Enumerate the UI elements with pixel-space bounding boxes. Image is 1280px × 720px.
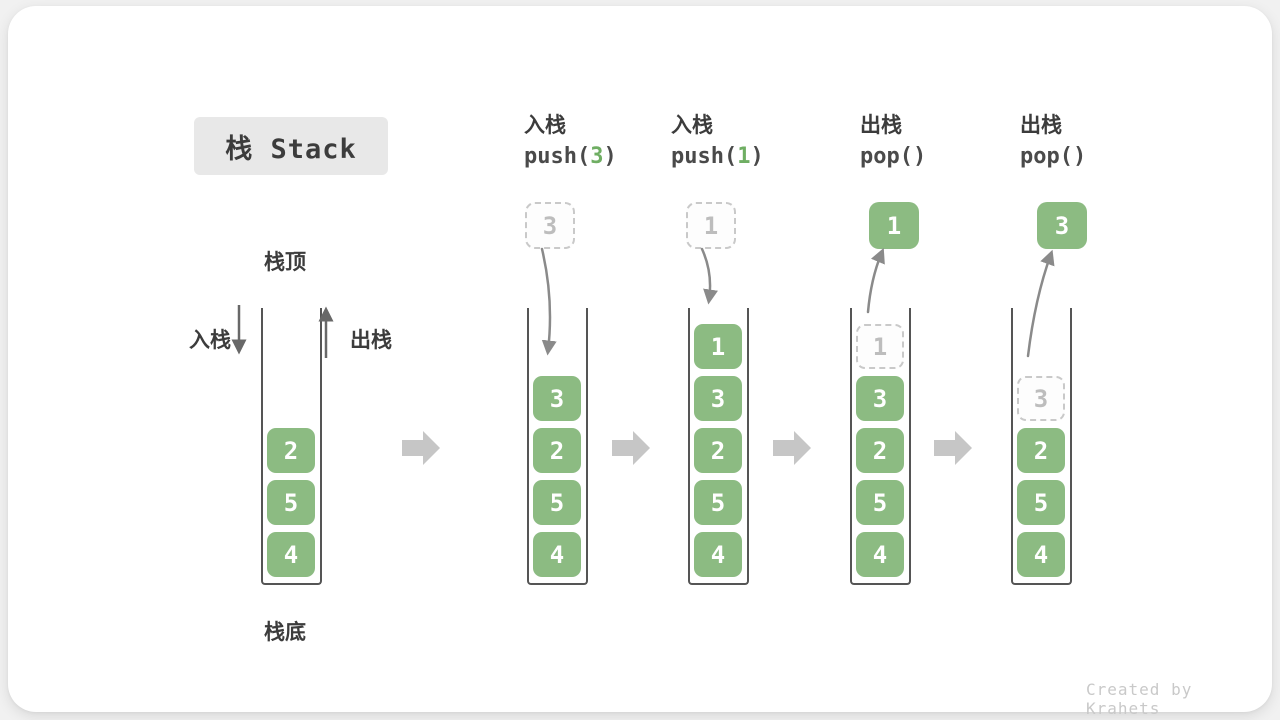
stack-block: 5 (1017, 480, 1065, 525)
stack-block: 5 (856, 480, 904, 525)
stack-block: 2 (1017, 428, 1065, 473)
code-fn: pop( (860, 144, 913, 169)
watermark: Created by Krahets (1086, 680, 1193, 718)
stack-block: 1 (694, 324, 742, 369)
stack-block-ghost: 1 (856, 324, 904, 369)
stack-block: 2 (267, 428, 315, 473)
stack-container-4: 1 3 2 5 4 (850, 308, 911, 585)
stack-block: 3 (694, 376, 742, 421)
op-label-cn: 出栈 (1020, 113, 1062, 137)
stack-block-ghost: 3 (1017, 376, 1065, 421)
stack-block: 3 (533, 376, 581, 421)
op-header-pop-1: 出栈 pop() (860, 110, 1020, 174)
op-label-cn: 出栈 (860, 113, 902, 137)
stack-container-5: 3 2 5 4 (1011, 308, 1072, 585)
op-code: pop() (860, 140, 1020, 174)
code-close: ) (603, 144, 617, 169)
code-arg: 1 (737, 144, 751, 169)
op-label-cn: 入栈 (524, 113, 566, 137)
op-code: pop() (1020, 140, 1180, 174)
op-header-push-1: 入栈 push(1) (671, 110, 831, 174)
stack-block: 4 (533, 532, 581, 577)
stack-block: 5 (267, 480, 315, 525)
push-side-label: 入栈 (189, 328, 231, 352)
code-fn: pop( (1020, 144, 1073, 169)
popped-value-box: 3 (1037, 202, 1087, 249)
stack-block: 2 (694, 428, 742, 473)
code-close: ) (912, 144, 927, 169)
incoming-value-box: 1 (686, 202, 736, 249)
code-close: ) (1072, 144, 1087, 169)
stack-block: 4 (694, 532, 742, 577)
stack-block: 5 (533, 480, 581, 525)
op-code: push(1) (671, 140, 831, 174)
stack-block: 2 (533, 428, 581, 473)
op-header-push-3: 入栈 push(3) (524, 110, 684, 174)
stack-block: 4 (267, 532, 315, 577)
stack-bottom-label: 栈底 (264, 620, 306, 644)
stack-container-2: 3 2 5 4 (527, 308, 588, 585)
code-close: ) (750, 144, 764, 169)
stack-container-1: 2 5 4 (261, 308, 322, 585)
popped-value-box: 1 (869, 202, 919, 249)
stack-block: 4 (856, 532, 904, 577)
stack-block: 4 (1017, 532, 1065, 577)
stack-top-label: 栈顶 (264, 250, 306, 274)
stack-block: 5 (694, 480, 742, 525)
code-arg: 3 (590, 144, 604, 169)
pop-side-label: 出栈 (350, 328, 392, 352)
diagram-title: 栈 Stack (194, 117, 388, 175)
diagram-card: 栈 Stack 入栈 push(3) 入栈 push(1) 出栈 pop() 出… (8, 6, 1272, 718)
stack-container-3: 1 3 2 5 4 (688, 308, 749, 585)
code-fn: push( (524, 144, 591, 169)
op-code: push(3) (524, 140, 684, 174)
op-label-cn: 入栈 (671, 113, 713, 137)
code-fn: push( (671, 144, 738, 169)
incoming-value-box: 3 (525, 202, 575, 249)
op-header-pop-3: 出栈 pop() (1020, 110, 1180, 174)
stack-block: 2 (856, 428, 904, 473)
stack-block: 3 (856, 376, 904, 421)
